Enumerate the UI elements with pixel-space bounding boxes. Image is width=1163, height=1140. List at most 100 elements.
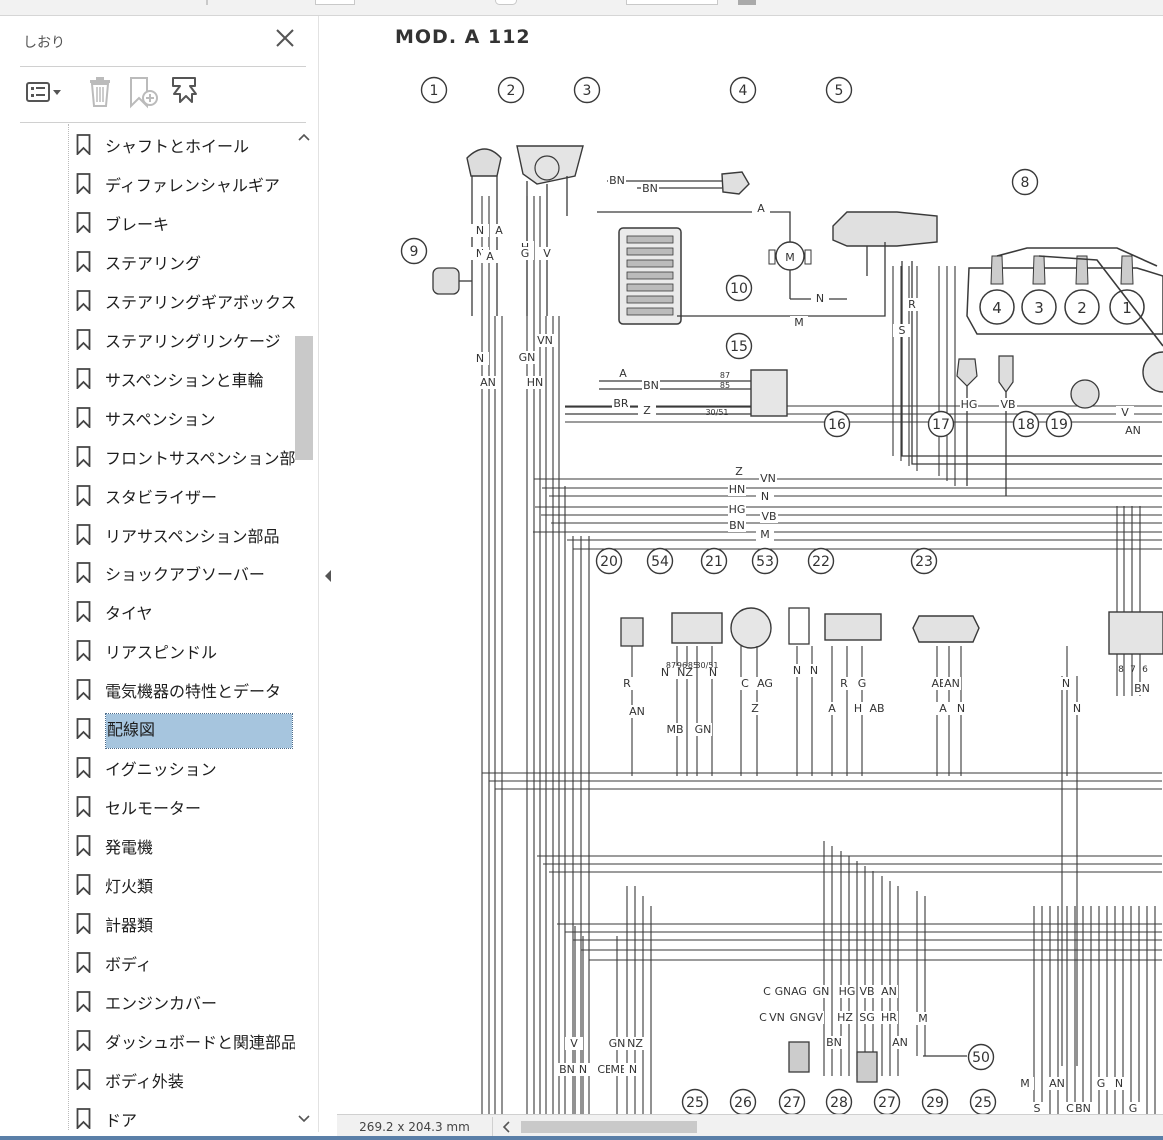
bookmark-item[interactable]: ドア [74,1099,294,1130]
bookmark-item[interactable]: セルモーター [74,787,294,825]
relay-pin-label: 30/51 [705,408,728,417]
bookmark-item[interactable]: ステアリング [74,242,294,280]
bookmark-item[interactable]: 発電機 [74,826,294,864]
scroll-up-button[interactable] [295,128,313,146]
bookmark-item[interactable]: ショックアブソーバー [74,553,294,591]
bookmark-label: フロントサスペンション部品 [105,448,295,468]
wire-label: V [570,1037,578,1050]
bookmark-item[interactable]: フロントサスペンション部品 [74,437,295,475]
status-bar: 269.2 x 204.3 mm [337,1114,1163,1140]
spark-plug-cylinder [1021,289,1057,325]
bookmark-label: ボディ外装 [105,1071,184,1091]
bookmark-item[interactable]: サスペンション [74,398,294,436]
label-backing [853,677,871,690]
bookmark-item[interactable]: 電気機器の特性とデータ [74,670,294,708]
wire-label: AN [629,705,645,718]
bookmark-item[interactable]: 灯火類 [74,865,294,903]
bookmark-item[interactable]: 計器類 [74,904,294,942]
bookmark-item[interactable]: スタビライザー [74,476,294,514]
bookmark-item[interactable]: ステアリングリンケージ [74,320,294,358]
callout-circle [751,547,779,575]
bookmark-icon [76,328,91,350]
bookmark-item[interactable]: ブレーキ [74,203,294,241]
callout-number: 50 [972,1050,990,1066]
wire-label: GN [813,985,830,998]
bookmark-item[interactable]: シャフトとホイール [74,125,294,163]
callout-circle [400,237,428,265]
wire-label: MB [610,1063,627,1076]
component-distributor [1070,379,1100,409]
scroll-down-button[interactable] [295,1110,313,1128]
wire-label: S [899,324,906,337]
bookmark-item[interactable]: ボディ [74,943,294,981]
wire [996,247,1158,267]
relay-pin-label: 87 [720,371,730,380]
delete-bookmark-button[interactable] [84,74,116,110]
bookmark-item[interactable]: リアスピンドル [74,631,294,669]
label-backing [666,723,684,736]
bookmark-item[interactable]: イグニッション [74,748,294,786]
callout-number: 27 [878,1095,896,1111]
label-backing [825,1036,843,1049]
bookmark-item[interactable]: リアサスペンション部品 [74,515,294,553]
bookmark-item[interactable]: 配線図 [74,709,294,750]
wire-label: AB [931,677,946,690]
bookmark-item[interactable]: ディファレンシャルギア [74,164,294,202]
chevron-left-icon [502,1121,510,1133]
bookmark-label: ショックアブソーバー [105,565,265,585]
bookmark-label: 電気機器の特性とデータ [105,682,282,702]
fuse [626,283,674,292]
label-backing [479,376,497,389]
label-backing [880,985,898,998]
list-options-icon [26,82,61,102]
wire-label: M [760,528,770,541]
bookmark-item[interactable]: ステアリングギアボックス [74,281,295,319]
callout-circle [729,1088,757,1114]
wire [597,211,791,242]
label-backing [490,224,508,237]
spark-plug-cylinder [1109,289,1145,325]
label-backing [596,1063,614,1076]
bookmark-label: ステアリングギアボックス [105,292,295,312]
bookmark-label: セルモーター [105,799,202,819]
bookmark-item[interactable]: サスペンションと車輪 [74,359,294,397]
bookmark-scrollbar[interactable] [295,124,313,1130]
find-bookmark-button[interactable] [166,74,202,110]
horizontal-scroll-thumb[interactable] [521,1121,697,1133]
bookmark-list: シャフトとホイールディファレンシャルギアブレーキステアリングステアリングギアボッ… [0,124,295,1130]
callout-number: 18 [1017,417,1035,433]
callout-circle [573,76,601,104]
add-bookmark-button[interactable] [126,74,158,110]
component-connector-block [1108,611,1163,655]
label-backing [1124,424,1142,437]
component-switch [721,171,750,195]
label-backing [728,503,746,516]
bookmark-item[interactable]: ダッシュボードと関連部品 [74,1021,295,1059]
wire-label: N [761,490,769,503]
callout-circle [825,1088,853,1114]
bookmark-item[interactable]: エンジンカバー [74,982,294,1020]
wire-label: BR [613,397,629,410]
wire-label: VN [760,472,776,485]
bookmark-item[interactable]: タイヤ [74,592,294,630]
scroll-thumb[interactable] [295,336,313,460]
bookmark-item[interactable]: ボディ外装 [74,1060,294,1098]
relay-pin-label: 85 [720,381,730,390]
label-backing [891,1036,909,1049]
label-backing [952,702,970,715]
wire-label: M [794,316,804,329]
label-backing [746,702,764,715]
label-backing [1068,702,1086,715]
label-backing [608,1037,626,1050]
close-panel-button[interactable] [270,26,300,54]
callout-number: 10 [730,281,748,297]
options-menu-button[interactable] [24,74,66,110]
collapse-panel-button[interactable] [320,560,336,592]
bookmark-label: サスペンション [105,409,216,429]
label-backing [760,510,778,523]
scroll-left-button[interactable] [499,1117,515,1137]
callout-number: 25 [686,1095,704,1111]
callout-circle [823,410,851,438]
wire-label: N [476,247,484,260]
